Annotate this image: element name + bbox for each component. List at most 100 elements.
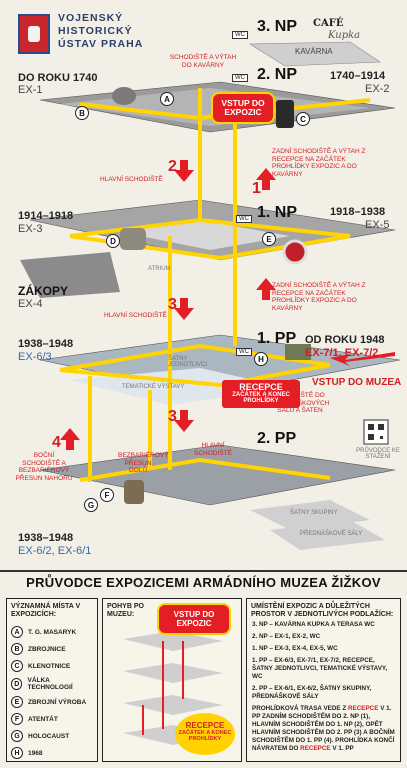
- arrow-2: [174, 160, 194, 182]
- legend-badge: A: [11, 626, 23, 638]
- route-text: PROHLÍDKOVÁ TRASA VEDE Z: [252, 705, 347, 712]
- legend-badge: D: [11, 678, 23, 690]
- label-kavarna: KAVÁRNA: [295, 47, 333, 56]
- recepce-title: RECEPCE: [239, 382, 283, 392]
- label-hlavni-3: HLAVNÍ SCHODIŠTĚ: [194, 442, 232, 457]
- vhu-logo-icon: [18, 14, 50, 54]
- era-year-6: 1938–1948: [18, 338, 74, 350]
- qr-code-icon: [363, 419, 389, 445]
- legend-text: VÁLKA TECHNOLOGIÍ: [27, 677, 73, 691]
- badge-d: D: [106, 234, 120, 248]
- route-recepce: RECEPCE: [300, 745, 331, 752]
- route-number-4: 4: [52, 434, 61, 451]
- label-prednaskove: PŘEDNÁŠKOVÉ SÁLY: [300, 531, 363, 537]
- legend-item: A T. G. MASARYK: [11, 626, 93, 638]
- info-line: 3. NP – KAVÁRNA KUPKA A TERASA WC: [252, 621, 375, 628]
- legend-text: ZBROJNICE: [28, 645, 66, 653]
- route-1pp: [59, 343, 331, 388]
- label-vstup-muzea: VSTUP DO MUZEA: [312, 377, 402, 388]
- info-line: 1. NP – EX-3, EX-4, EX-5, WC: [252, 645, 338, 652]
- label-bocni: BOČNÍ SCHODIŠTĚ A BEZBARIÉROVÝ PŘESUN NA…: [15, 452, 73, 482]
- label-zadni-1: ZADNÍ SCHODIŠTĚ A VÝTAH Z RECEPCE NA ZAČ…: [272, 148, 366, 178]
- route-number-3b: 3: [168, 408, 177, 425]
- badge-b: B: [75, 106, 89, 120]
- legend-text: ATENTÁT: [28, 715, 58, 723]
- era-ex-7: EX-7/1, EX-7/2: [305, 347, 379, 359]
- section-divider: [0, 570, 407, 572]
- arrow-3: [174, 298, 194, 320]
- era-ex-1: EX-1: [18, 84, 43, 96]
- legend-item: D VÁLKA TECHNOLOGIÍ: [11, 677, 93, 691]
- medal-icon: [282, 239, 308, 265]
- wc-tag: WC: [232, 31, 248, 39]
- route-text: V 1. PP ZADNÍM SCHODIŠTĚM DO 2. NP (1), …: [252, 705, 395, 752]
- shield-exhibit-icon: [120, 228, 146, 250]
- route-2pp: [79, 457, 331, 482]
- floor-label-1pp: 1. PP: [257, 330, 297, 347]
- info-line: 2. PP – EX-6/1, EX-6/2, ŠATNY SKUPINY, P…: [252, 685, 372, 700]
- legend-text: HOLOCAUST: [28, 732, 70, 740]
- floor-3np: [248, 41, 381, 67]
- arrow-1: [256, 168, 276, 190]
- logo-line: ÚSTAV PRAHA: [58, 38, 144, 50]
- trench-area: [20, 252, 120, 298]
- legend-item: B ZBROJNICE: [11, 643, 93, 655]
- era-year-2: 1740–1914: [330, 70, 386, 82]
- legend-badge: E: [11, 696, 23, 708]
- wc-tag: WC: [236, 348, 252, 356]
- legend-badge: B: [11, 643, 23, 655]
- cafe-script: Kupka: [328, 30, 361, 41]
- label-satny: ŠATNY JEDNOTLIVCI: [168, 356, 208, 368]
- badge-a: A: [160, 92, 174, 106]
- callout-vstup-expozic: VSTUP DO EXPOZIC: [213, 94, 273, 122]
- label-tematicke: TEMATICKÉ VÝSTAVY: [122, 384, 185, 390]
- info-line: 1. PP – EX-6/3, EX-7/1, EX-7/2, RECEPCE,…: [252, 657, 388, 680]
- logo-line: VOJENSKÝ: [58, 12, 124, 24]
- era-ex-5: EX-5: [365, 219, 390, 231]
- legend-item: F ATENTÁT: [11, 713, 93, 725]
- bottom-title: PRŮVODCE EXPOZICEMI ARMÁDNÍHO MUZEA ŽIŽK…: [26, 575, 381, 590]
- legend-head: VÝZNAMNÁ MÍSTA V EXPOZICÍCH:: [11, 603, 81, 618]
- mini-recepce-title: RECEPCE: [185, 721, 225, 730]
- legend-panel: VÝZNAMNÁ MÍSTA V EXPOZICÍCH: A T. G. MASA…: [6, 598, 98, 762]
- era-year-8: 1938–1948: [18, 532, 74, 544]
- vhu-logo-text: VOJENSKÝ HISTORICKÝ ÚSTAV PRAHA: [58, 12, 143, 51]
- arrow-4: [60, 428, 80, 450]
- badge-f: F: [100, 488, 114, 502]
- era-year-1: DO ROKU 1740: [18, 72, 98, 84]
- route-recepce: RECEPCE: [347, 705, 379, 712]
- label-hlavni-1: HLAVNÍ SCHODIŠTĚ: [100, 176, 163, 183]
- badge-h: H: [254, 352, 268, 366]
- legend-badge: H: [11, 747, 23, 759]
- info-line: 2. NP – EX-1, EX-2, WC: [252, 633, 321, 640]
- wc-tag: WC: [232, 74, 248, 82]
- route-number-3: 3: [168, 296, 177, 313]
- era-ex-8: EX-6/2, EX-6/1: [18, 545, 92, 557]
- recepce-sub: ZAČÁTEK A KONEC PROHLÍDKY: [232, 391, 290, 405]
- floor-label-1np: 1. NP: [257, 204, 298, 221]
- legend-text: KLENOTNICE: [28, 662, 71, 670]
- atrium-floor: [120, 220, 290, 250]
- jar-exhibit-icon: [124, 480, 144, 504]
- floor-label-2np: 2. NP: [257, 66, 298, 83]
- era-ex-2: EX-2: [365, 83, 390, 95]
- badge-g: G: [84, 498, 98, 512]
- legend-text: T. G. MASARYK: [28, 628, 77, 636]
- arrow-3b: [174, 410, 194, 432]
- movement-panel: POHYB PO MUZEU: VSTUP DO EXPOZIC RECEPCE…: [102, 598, 242, 762]
- entrance-arrow: [330, 352, 395, 366]
- movement-head: POHYB PO MUZEU:: [107, 603, 144, 618]
- label-schodiste-kavarna: SCHODIŠTĚ A VÝTAH DO KAVÁRNY: [169, 54, 237, 69]
- logo-line: HISTORICKÝ: [58, 25, 133, 37]
- label-satny-skupiny: ŠATNY SKUPINY: [290, 510, 338, 516]
- route-description: PROHLÍDKOVÁ TRASA VEDE Z RECEPCE V 1. PP…: [252, 705, 395, 753]
- badge-c: C: [296, 112, 310, 126]
- arrow-1b: [256, 278, 276, 300]
- era-year-3: 1914–1918: [18, 210, 74, 222]
- era-year-5: 1918–1938: [330, 206, 386, 218]
- legend-text: ZBROJNÍ VÝROBA: [28, 698, 87, 706]
- route-number-1: 1: [252, 180, 261, 197]
- legend-badge: F: [11, 713, 23, 725]
- floor-label-3np: 3. NP: [257, 18, 298, 35]
